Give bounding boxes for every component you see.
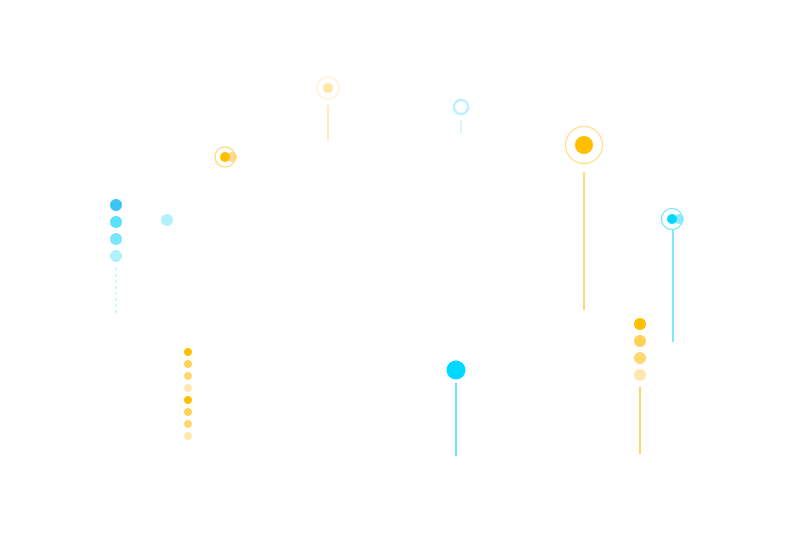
dot bbox=[184, 372, 192, 380]
dot bbox=[575, 136, 593, 154]
dot bbox=[634, 352, 646, 364]
pale-cyan-dot bbox=[161, 214, 173, 226]
cyan-ring-pin bbox=[660, 207, 684, 342]
dot bbox=[110, 199, 122, 211]
small-orange-dot-column bbox=[184, 348, 192, 440]
dot bbox=[184, 432, 192, 440]
ring bbox=[316, 76, 340, 100]
ring bbox=[564, 125, 604, 165]
dot bbox=[446, 360, 466, 380]
orange-ring-marker bbox=[214, 146, 237, 168]
ring bbox=[452, 98, 470, 116]
dot bbox=[110, 216, 122, 228]
dot bbox=[634, 318, 646, 330]
dot bbox=[674, 214, 684, 224]
blue-dot-column bbox=[110, 199, 122, 314]
dot bbox=[184, 348, 192, 356]
orange-dot-column bbox=[634, 318, 646, 454]
pale-orange-pin bbox=[316, 76, 340, 140]
dot bbox=[220, 152, 230, 162]
dot bbox=[110, 250, 122, 262]
large-orange-pin bbox=[564, 125, 604, 310]
dot bbox=[667, 214, 677, 224]
dot bbox=[110, 233, 122, 245]
dot bbox=[634, 335, 646, 347]
dot bbox=[634, 369, 646, 381]
blue-ring-pin bbox=[452, 98, 470, 133]
dot bbox=[184, 408, 192, 416]
dot bbox=[184, 384, 192, 392]
cyan-pin bbox=[446, 360, 466, 456]
dot bbox=[227, 152, 237, 162]
dot bbox=[184, 396, 192, 404]
dot bbox=[323, 83, 333, 93]
dot bbox=[184, 360, 192, 368]
dot bbox=[184, 420, 192, 428]
